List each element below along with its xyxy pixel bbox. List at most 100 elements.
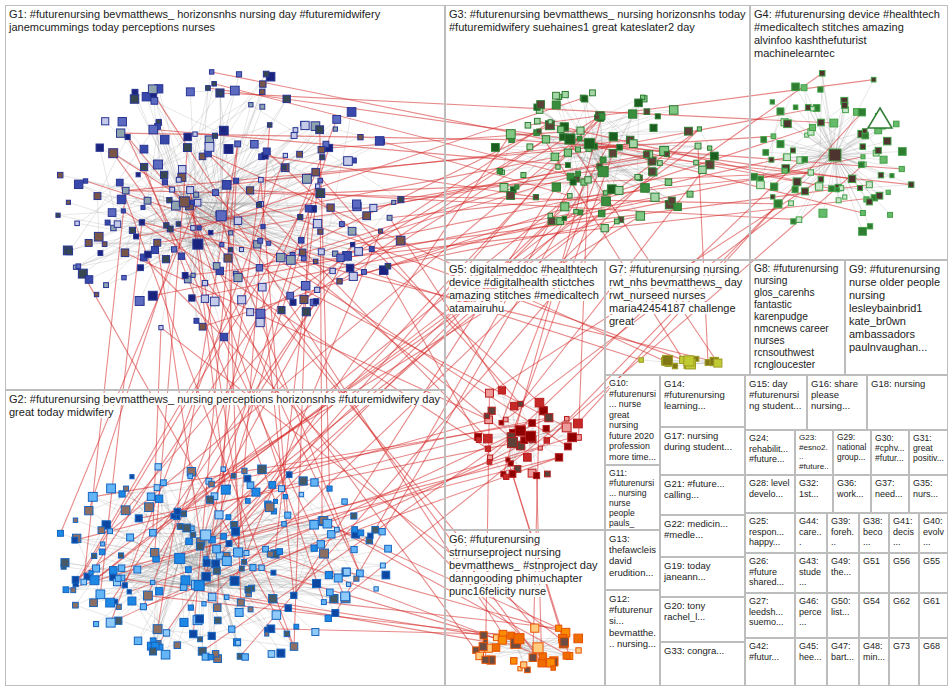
tie-line xyxy=(512,424,577,443)
vertex-image xyxy=(209,481,215,487)
vertex-image xyxy=(154,239,161,246)
vertex-image xyxy=(802,157,808,163)
vertex-image xyxy=(487,460,492,465)
vertex-image xyxy=(582,96,588,102)
vertex-image xyxy=(354,576,359,581)
between-group-tie xyxy=(153,130,568,166)
vertex-image xyxy=(76,264,81,269)
vertex-image xyxy=(566,163,571,168)
vertex-image xyxy=(193,132,197,136)
vertex-image xyxy=(629,110,637,118)
vertex-image xyxy=(183,524,191,532)
vertex-image xyxy=(206,496,213,503)
vertex-image xyxy=(801,85,807,91)
vertex-image xyxy=(212,560,220,568)
vertex-image xyxy=(515,426,525,436)
vertex-image xyxy=(125,134,130,139)
vertex-image xyxy=(543,426,549,432)
vertex-image xyxy=(185,567,191,573)
vertex-image xyxy=(818,87,823,92)
vertex-image xyxy=(109,149,118,158)
vertex-image xyxy=(277,549,283,555)
vertex-image xyxy=(186,538,192,544)
vertex-image xyxy=(860,144,866,150)
vertex-image xyxy=(509,471,516,478)
vertex-image xyxy=(562,423,571,432)
vertex-image xyxy=(316,126,324,134)
vertex-image xyxy=(379,529,385,535)
vertex-image xyxy=(138,265,144,271)
vertex-image xyxy=(650,124,657,131)
vertex-image xyxy=(230,576,239,585)
vertex-image xyxy=(658,161,663,166)
vertex-image xyxy=(285,605,292,612)
between-group-tie xyxy=(120,183,294,647)
vertex-image xyxy=(71,588,76,593)
vertex-image xyxy=(527,144,533,150)
tie-line xyxy=(489,393,543,411)
vertex-image xyxy=(875,147,881,153)
group-panel: G13: thefawcleis david erudition... xyxy=(605,530,660,590)
vertex-image xyxy=(320,155,325,160)
vertex-image xyxy=(190,200,194,204)
tie-line xyxy=(580,139,655,198)
vertex-image xyxy=(66,200,70,204)
vertex-image xyxy=(396,236,405,245)
between-group-tie xyxy=(561,129,718,363)
between-group-tie xyxy=(271,629,503,634)
vertex-image xyxy=(706,161,714,169)
vertex-image xyxy=(267,551,273,557)
vertex-image xyxy=(710,152,718,160)
vertex-image xyxy=(515,185,519,189)
vertex-triangle xyxy=(868,108,892,128)
vertex-image xyxy=(801,188,808,195)
vertex-image xyxy=(332,609,339,616)
vertex-image xyxy=(293,128,298,133)
vertex-image xyxy=(129,227,135,233)
vertex-image xyxy=(590,90,596,96)
vertex-image xyxy=(694,160,699,165)
vertex-image xyxy=(160,480,166,486)
vertex-image xyxy=(298,215,303,220)
vertex-image xyxy=(301,256,306,261)
tie-line xyxy=(241,575,386,602)
vertex-image xyxy=(141,206,145,210)
text-block: G24: rehabilit... #future... xyxy=(749,433,791,465)
vertex-image xyxy=(159,326,163,330)
between-group-tie xyxy=(540,204,778,448)
vertex-image xyxy=(178,253,184,259)
vertex-image xyxy=(151,549,159,557)
vertex-image xyxy=(96,144,103,151)
vertex-image xyxy=(232,527,240,535)
vertex-image xyxy=(552,183,560,191)
vertex-image xyxy=(368,533,373,538)
tie-line xyxy=(180,558,329,618)
vertex-image xyxy=(548,213,552,217)
vertex-image xyxy=(811,107,815,111)
group-label: G29: national group... xyxy=(837,432,866,462)
vertex-image xyxy=(236,72,241,77)
text-block: G4: #futurenursing device #healthtech #m… xyxy=(754,8,944,60)
group-label: G7: #futurenursing nursing rwt_nhs bevma… xyxy=(609,263,742,327)
vertex-image xyxy=(208,654,213,659)
vertex-image xyxy=(342,568,350,576)
vertex-image xyxy=(98,527,105,534)
vertex-image xyxy=(189,295,195,301)
group-label: G16: share please nursing... xyxy=(811,378,858,411)
group-panel: G28: level develo... xyxy=(745,475,795,513)
vertex-image xyxy=(167,198,172,203)
vertex-image xyxy=(523,454,531,462)
vertex-image xyxy=(182,273,188,279)
text-block: G1: #futurenursing bevmatthews_ horizons… xyxy=(9,8,441,34)
vertex-image xyxy=(866,182,872,188)
group-label: G36: work... xyxy=(837,478,864,499)
vertex-image xyxy=(287,292,294,299)
vertex-image xyxy=(542,136,549,143)
vertex-image xyxy=(121,506,130,515)
group-label: G23: #esno2... #future... xyxy=(799,433,829,475)
vertex-image xyxy=(248,607,253,612)
vertex-image xyxy=(763,150,769,156)
tie-line xyxy=(813,109,835,155)
vertex-image xyxy=(239,566,244,571)
group-panel: G19: today janeann... xyxy=(660,557,745,597)
